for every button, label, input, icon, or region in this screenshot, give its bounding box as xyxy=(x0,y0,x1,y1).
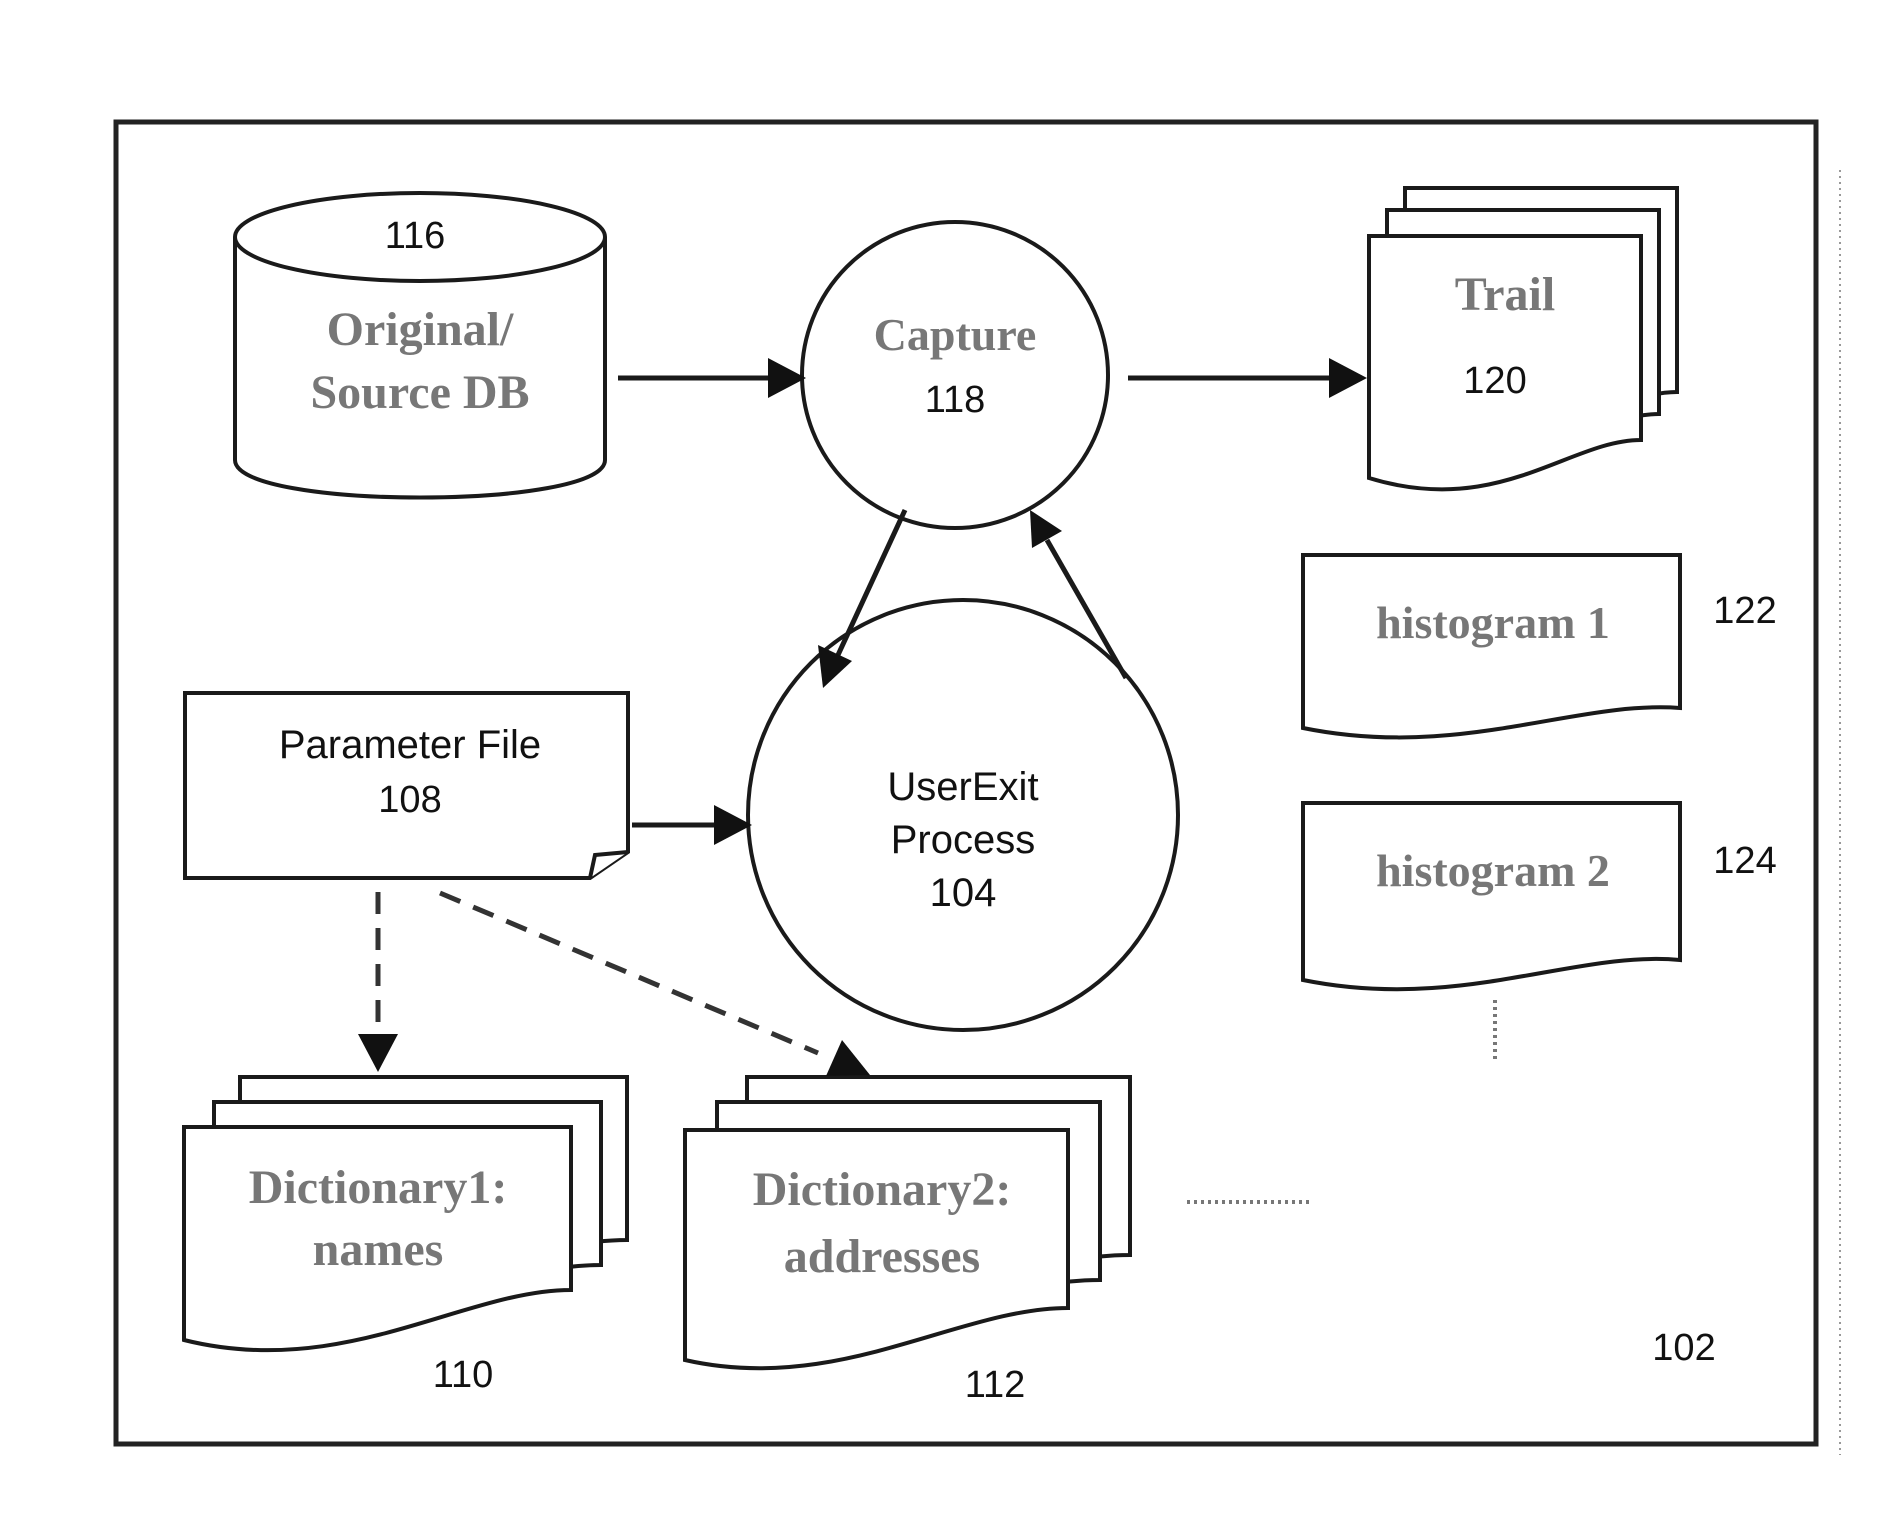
user-exit-label-line2: Process xyxy=(891,818,1036,862)
source-db-label-line1: Original/ xyxy=(327,303,514,356)
dictionary-1-ref: 110 xyxy=(433,1354,494,1396)
dictionary-1-label-line1: Dictionary1: xyxy=(249,1161,508,1214)
parameter-file-label: Parameter File xyxy=(279,723,541,767)
source-db-label-line2: Source DB xyxy=(310,366,529,419)
source-db-ref: 116 xyxy=(385,215,446,257)
histogram-1-ref: 122 xyxy=(1713,590,1776,632)
dictionary-2-label-line1: Dictionary2: xyxy=(753,1163,1012,1216)
trail-label: Trail xyxy=(1455,268,1555,321)
source-db-cylinder: 116 Original/ Source DB xyxy=(235,193,605,498)
dictionary-2-label-line2: addresses xyxy=(784,1230,980,1283)
dictionary-1-label-line2: names xyxy=(313,1223,444,1276)
dictionary-2-ref: 112 xyxy=(965,1364,1026,1406)
histogram-1-label: histogram 1 xyxy=(1376,597,1610,648)
capture-label: Capture xyxy=(874,309,1037,360)
trail-ref: 120 xyxy=(1463,360,1526,402)
histogram-2-ref: 124 xyxy=(1713,840,1776,882)
user-exit-ref: 104 xyxy=(930,871,997,915)
user-exit-label-line1: UserExit xyxy=(887,765,1038,809)
user-exit-process-node: UserExit Process 104 xyxy=(748,600,1178,1030)
parameter-file-document: Parameter File 108 xyxy=(185,693,628,878)
system-ref: 102 xyxy=(1652,1327,1715,1369)
histogram-2-document: histogram 2 xyxy=(1303,803,1680,989)
histogram-2-label: histogram 2 xyxy=(1376,845,1610,896)
capture-node: Capture 118 xyxy=(802,222,1108,528)
histogram-1-document: histogram 1 xyxy=(1303,555,1680,737)
parameter-file-ref: 108 xyxy=(378,779,441,821)
capture-ref: 118 xyxy=(925,379,986,421)
